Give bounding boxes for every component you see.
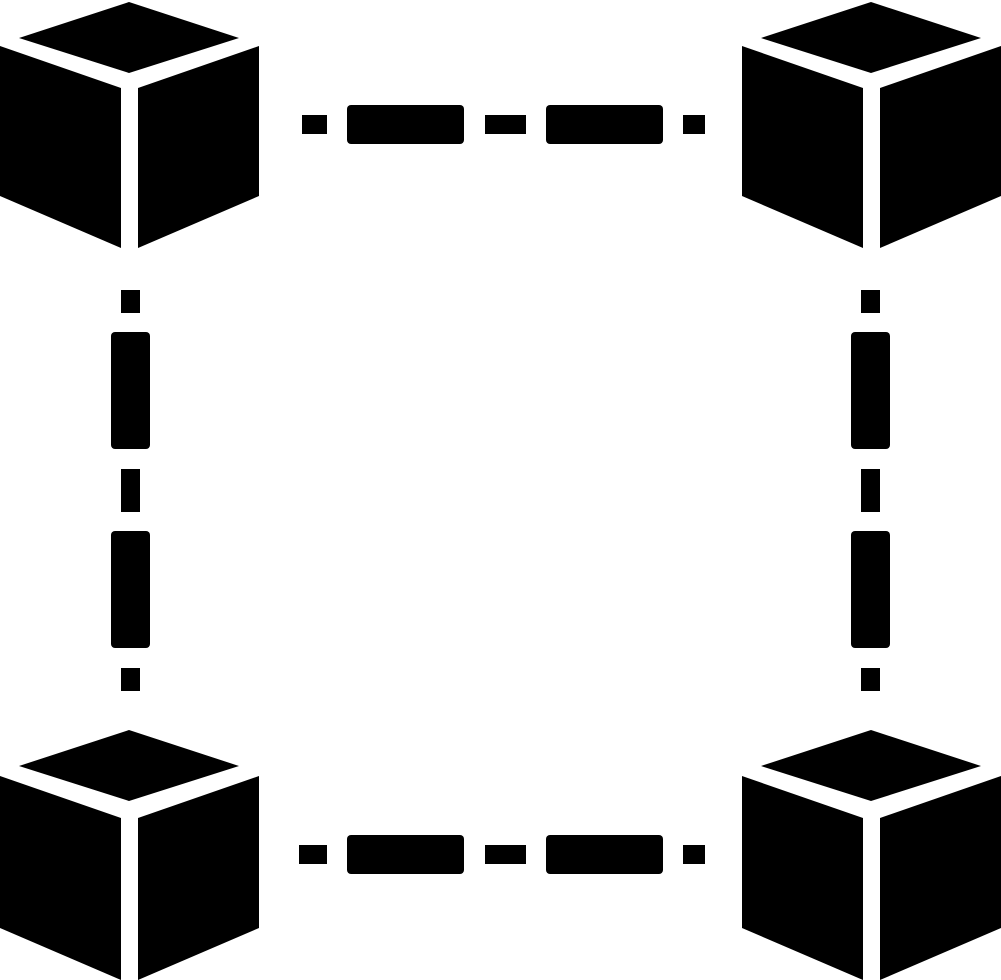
connector-dot xyxy=(683,115,705,134)
connector-dot xyxy=(861,290,880,313)
connector-right xyxy=(851,290,890,691)
cube-left-face xyxy=(742,776,863,980)
connector-dash xyxy=(851,332,890,449)
connector-dot xyxy=(485,115,526,134)
connector-dot xyxy=(485,845,526,864)
connector-dot xyxy=(121,290,140,313)
cube-right-face xyxy=(880,776,1001,980)
connector-top xyxy=(302,105,705,144)
connector-dot xyxy=(299,845,327,864)
connector-dash xyxy=(546,835,663,874)
connector-dot xyxy=(121,668,140,691)
block-bottom-right-icon xyxy=(742,730,1001,980)
connector-dash xyxy=(347,835,464,874)
connector-bottom xyxy=(299,835,705,874)
cube-top-face xyxy=(761,730,981,801)
connector-dash xyxy=(851,531,890,648)
cube-top-face xyxy=(761,2,981,73)
cube-left-face xyxy=(742,46,863,248)
block-bottom-left-icon xyxy=(0,730,259,980)
connector-dot xyxy=(683,845,705,864)
connector-dot xyxy=(121,469,140,512)
connector-dash xyxy=(111,531,150,648)
connector-dash xyxy=(347,105,464,144)
connector-dot xyxy=(302,115,327,134)
cube-right-face xyxy=(138,46,259,248)
cube-left-face xyxy=(0,46,121,248)
connector-dash xyxy=(546,105,663,144)
cube-right-face xyxy=(880,46,1001,248)
connector-dash xyxy=(111,332,150,449)
block-top-right-icon xyxy=(742,2,1001,248)
connector-left xyxy=(111,290,150,691)
cube-left-face xyxy=(0,776,121,980)
cube-top-face xyxy=(19,730,239,801)
connector-dot xyxy=(861,668,880,691)
block-top-left-icon xyxy=(0,2,259,248)
cube-top-face xyxy=(19,2,239,73)
cube-right-face xyxy=(138,776,259,980)
connector-dot xyxy=(861,469,880,512)
